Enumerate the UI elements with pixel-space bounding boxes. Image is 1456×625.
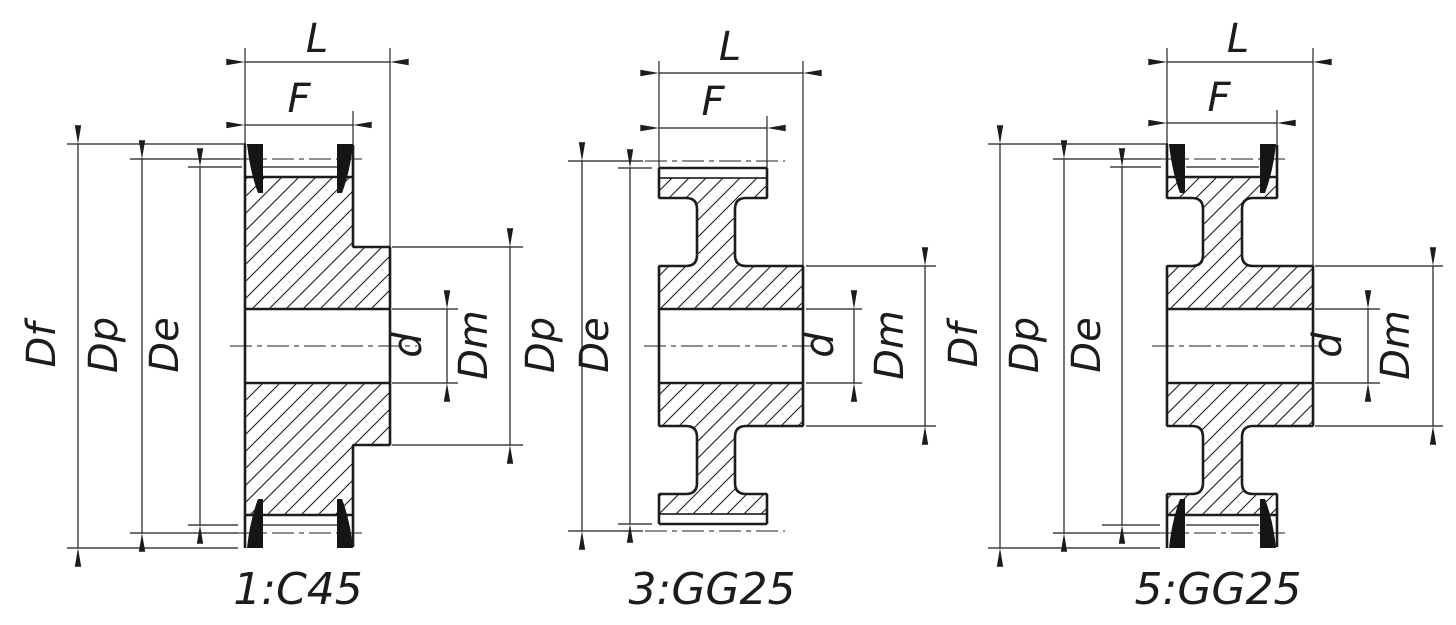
pulley-1-dimension-arrows — [74, 58, 514, 567]
relief-recess-outline — [1167, 424, 1205, 496]
pulley-3-extension-lines — [988, 48, 1443, 549]
dim-label-F: F — [287, 76, 311, 122]
relief-recess-outline — [733, 196, 803, 268]
dim-label-Df: Df — [19, 317, 65, 368]
pulley-diagram-3: L F Df Dp De d Dm 5:GG25 — [941, 16, 1443, 615]
dim-label-Dp: Dp — [518, 317, 564, 373]
dim-label-L: L — [719, 24, 741, 70]
dim-label-L: L — [306, 16, 328, 62]
dim-label-Dp: Dp — [1002, 317, 1048, 373]
dim-label-F: F — [701, 79, 725, 125]
relief-recess-outline — [659, 196, 699, 268]
dim-label-De: De — [142, 317, 188, 372]
relief-recess-outline — [1167, 196, 1205, 268]
dim-label-d: d — [1305, 332, 1351, 358]
pulley-3-flanges — [1169, 144, 1276, 548]
pulley-1-labels: L F Df Dp De d Dm 1:C45 — [19, 16, 497, 615]
dim-label-d: d — [385, 332, 431, 358]
relief-recess-outline — [1240, 424, 1313, 496]
dim-label-L: L — [1227, 16, 1249, 62]
dim-label-d: d — [797, 332, 843, 358]
pulley-2-body — [657, 166, 805, 526]
pulley-2-caption: 3:GG25 — [629, 564, 796, 615]
pulley-3-dimension-arrows — [996, 58, 1437, 567]
dim-label-Df: Df — [941, 317, 987, 368]
pulley-2-dimension-arrows — [578, 69, 929, 550]
dim-label-F: F — [1207, 75, 1231, 121]
pulley-diagram-2: L F Dp De d Dm 3:GG25 — [518, 24, 936, 615]
pulley-3-labels: L F Df Dp De d Dm 5:GG25 — [941, 16, 1419, 615]
pulley-1-caption: 1:C45 — [233, 564, 363, 615]
relief-recess-outline — [659, 424, 699, 496]
pulley-3-body — [1165, 144, 1315, 548]
pulley-2-labels: L F Dp De d Dm 3:GG25 — [518, 24, 913, 615]
pulley-2-centerlines — [644, 160, 815, 532]
pulley-1-flanges — [247, 144, 353, 548]
pulley-3-caption: 5:GG25 — [1135, 564, 1302, 615]
dim-label-Dm: Dm — [1373, 310, 1419, 380]
pulley-1-extension-lines — [67, 48, 523, 549]
dim-label-Dm: Dm — [451, 310, 497, 380]
pulley-diagram-1: L F Df Dp De d Dm 1:C45 — [19, 16, 523, 615]
relief-recess-outline — [733, 424, 803, 496]
dim-label-Dm: Dm — [867, 310, 913, 380]
dim-label-De: De — [1064, 317, 1110, 372]
dim-label-De: De — [572, 317, 618, 372]
relief-recess-outline — [1240, 196, 1313, 268]
dim-label-Dp: Dp — [81, 317, 127, 373]
